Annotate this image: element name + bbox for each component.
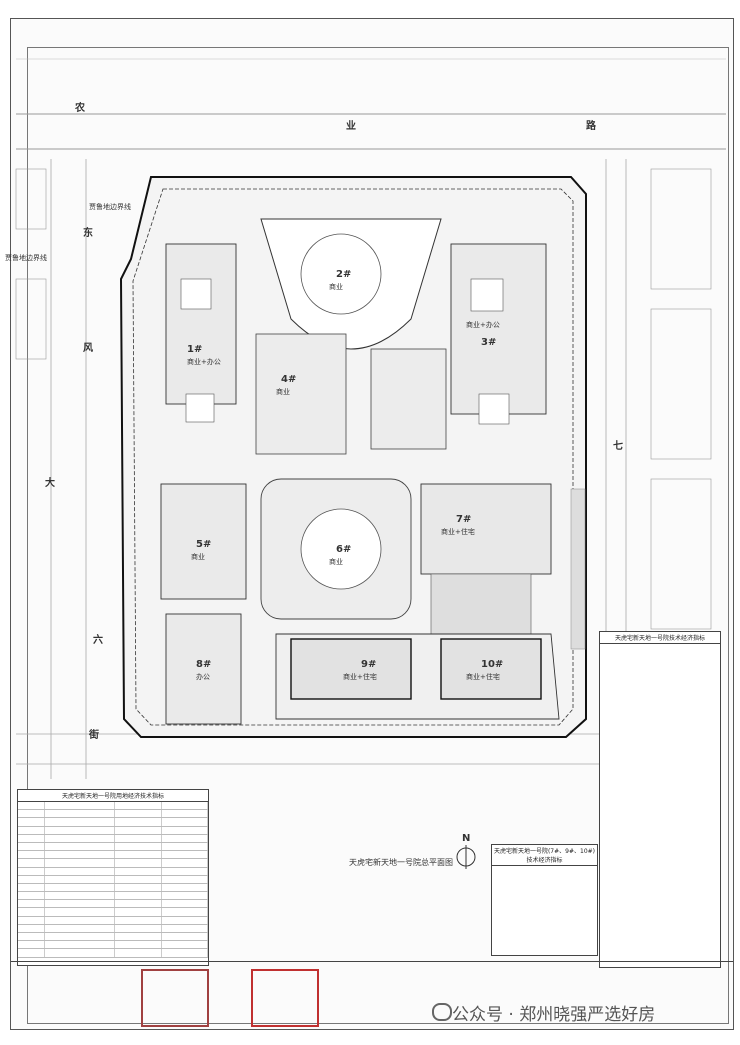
building-7-label: 商业+住宅 [441, 528, 475, 536]
building-8-id: 8# [196, 659, 212, 670]
drawing-frame [27, 47, 729, 1024]
road-label-north-1: 农 [75, 103, 85, 114]
building-8-label: 办公 [196, 673, 210, 681]
road-label-east-1: 七 [613, 441, 623, 452]
plan-title: 天虎宅新天地一号院总平面图 [349, 858, 453, 867]
north-arrow-label: N [462, 833, 471, 844]
road-label-south-1: 街 [89, 730, 99, 741]
mid-tech-table-title: 天虎宅新天地一号院(7#、9#、10#)技术经济指标 [492, 845, 597, 866]
title-block [11, 961, 733, 1030]
left-tech-table-title: 天虎宅新天地一号院用地经济技术指标 [18, 790, 208, 802]
road-label-west-1: 东 [83, 228, 93, 239]
road-label-west-4: 六 [93, 635, 103, 646]
drawing-sheet: 农 业 路 东 风 大 六 七 街 贾鲁地边界线 贾鲁地边界线 1# 商业+办公… [5, 18, 734, 1030]
building-5-label: 商业 [191, 553, 205, 561]
building-5-id: 5# [196, 539, 212, 550]
building-9-label: 商业+住宅 [343, 673, 377, 681]
wechat-icon [432, 1003, 452, 1021]
design-stamp [141, 969, 209, 1027]
road-label-north-3: 路 [586, 121, 596, 132]
site-plan [15, 58, 726, 869]
approval-stamp [251, 969, 319, 1027]
building-7-id: 7# [456, 514, 472, 525]
right-tech-table-title: 天虎宅新天地一号院技术经济指标 [600, 632, 720, 644]
road-label-west-3: 大 [45, 478, 55, 489]
building-10-id: 10# [481, 659, 504, 670]
building-1-label: 商业+办公 [187, 358, 221, 366]
building-2-id: 2# [336, 269, 352, 280]
building-6-label: 商业 [329, 558, 343, 566]
building-4-id: 4# [281, 374, 297, 385]
building-9-id: 9# [361, 659, 377, 670]
road-label-north-2: 业 [346, 121, 356, 132]
right-tech-table: 天虎宅新天地一号院技术经济指标 [599, 631, 721, 968]
mid-tech-table: 天虎宅新天地一号院(7#、9#、10#)技术经济指标 [491, 844, 598, 956]
building-10-label: 商业+住宅 [466, 673, 500, 681]
building-3-label: 商业+办公 [466, 321, 500, 329]
boundary-note-1: 贾鲁地边界线 [89, 203, 131, 211]
watermark-text: 公众号 · 郑州晓强严选好房 [452, 1005, 656, 1025]
building-2-label: 商业 [329, 283, 343, 291]
building-3-id: 3# [481, 337, 497, 348]
boundary-note-2: 贾鲁地边界线 [5, 254, 47, 262]
road-label-west-2: 风 [83, 343, 93, 354]
building-6-id: 6# [336, 544, 352, 555]
left-tech-table: 天虎宅新天地一号院用地经济技术指标 [17, 789, 209, 966]
building-1-id: 1# [187, 344, 203, 355]
building-4-label: 商业 [276, 388, 290, 396]
